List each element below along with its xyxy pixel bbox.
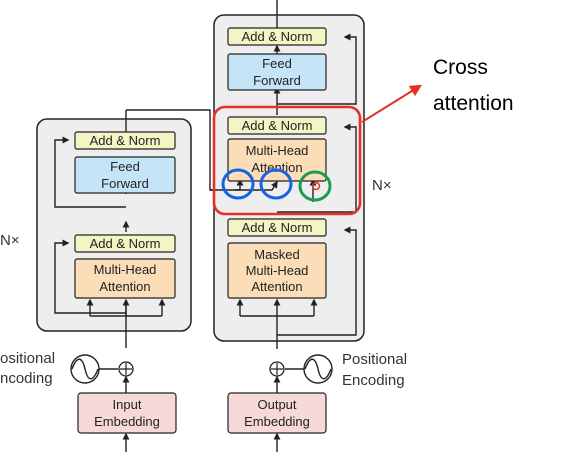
green-circle-dot <box>311 181 321 191</box>
encoder-add-norm-bottom <box>74 234 176 253</box>
encoder-stack: Add & Norm Feed Forward Add & Norm Multi… <box>36 109 228 348</box>
cross-attention-callout-arrow <box>361 84 423 123</box>
query-input-circle-blue-2 <box>259 168 293 200</box>
decoder-ff-line1: Feed <box>262 56 292 71</box>
input-embedding-line2: Embedding <box>94 414 160 429</box>
encoder-mha-line1: Multi-Head <box>94 262 157 277</box>
encoder-sine-wave <box>71 358 99 380</box>
encoder-mha-line2: Attention <box>99 279 150 294</box>
decoder-add-norm-2 <box>227 116 327 135</box>
encoder-positional-line1: ositional <box>0 350 55 367</box>
decoder-masked-line2: Multi-Head <box>246 263 309 278</box>
encoder-add-norm-top-label: Add & Norm <box>90 133 161 148</box>
decoder-ff-line2: Forward <box>253 73 301 88</box>
decoder-input-circle-green <box>298 170 332 202</box>
decoder-cross-attention <box>227 138 327 182</box>
encoder-add-norm-top <box>74 131 176 150</box>
output-embedding-line2: Embedding <box>244 414 310 429</box>
encoder-connections <box>54 109 228 348</box>
encoder-multi-head-attention <box>74 258 176 299</box>
encoder-repeat-label: N× <box>0 232 20 249</box>
decoder-masked-attention <box>227 242 327 299</box>
decoder-positional-line2: Encoding <box>342 372 405 389</box>
query-input-circle-blue-1 <box>221 168 255 200</box>
cross-attention-highlight <box>212 105 362 216</box>
decoder-masked-line3: Attention <box>251 279 302 294</box>
decoder-add-norm-2-label: Add & Norm <box>242 118 313 133</box>
encoder-ff-line1: Feed <box>110 159 140 174</box>
decoder-add-norm-3-label: Add & Norm <box>242 220 313 235</box>
decoder-cross-line1: Multi-Head <box>246 143 309 158</box>
decoder-add-norm-1-label: Add & Norm <box>242 29 313 44</box>
encoder-ff-line2: Forward <box>101 176 149 191</box>
decoder-masked-line1: Masked <box>254 247 300 262</box>
decoder-connections <box>210 0 357 349</box>
decoder-add-norm-1 <box>227 27 327 46</box>
decoder-positional-line1: Positional <box>342 351 407 368</box>
encoder-add-norm-bottom-label: Add & Norm <box>90 236 161 251</box>
encoder-stack-background <box>36 118 192 332</box>
encoder-feed-forward <box>74 156 176 194</box>
output-embedding-line1: Output <box>257 397 296 412</box>
encoder-positional-line2: ncoding <box>0 370 53 387</box>
callout-line2: attention <box>433 92 514 115</box>
decoder-sine-wave <box>304 358 332 380</box>
decoder-cross-line2: Attention <box>251 160 302 175</box>
input-embedding-line1: Input <box>113 397 142 412</box>
decoder-feed-forward <box>227 53 327 91</box>
decoder-repeat-label: N× <box>372 177 392 194</box>
decoder-add-norm-3 <box>227 218 327 237</box>
callout-line1: Cross <box>433 56 488 79</box>
